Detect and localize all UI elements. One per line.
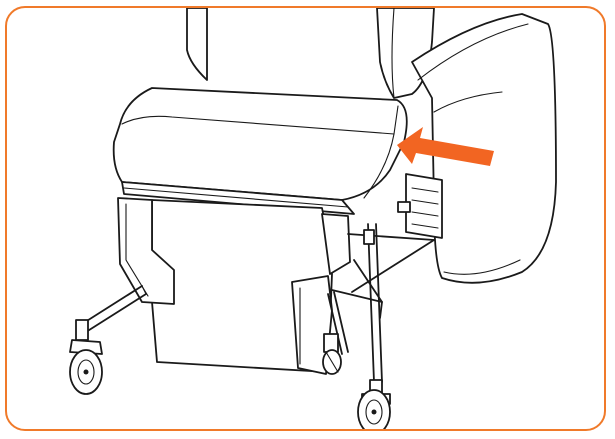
caster-right: [357, 379, 391, 429]
arrow-left-icon: [397, 127, 494, 166]
backrest: [186, 8, 435, 99]
leg-bars: [81, 285, 349, 355]
mechanism: [331, 173, 443, 383]
illustration-frame: [5, 6, 606, 431]
caster-left: [69, 319, 103, 395]
seat-cushion: [112, 87, 408, 215]
caster-middle: [322, 333, 342, 375]
chair-illustration: [69, 8, 557, 429]
base-frame: [117, 197, 351, 375]
side-panel: [411, 13, 557, 284]
